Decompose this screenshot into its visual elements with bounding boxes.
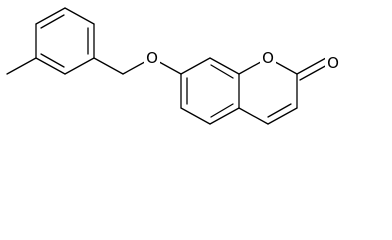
bond: [35, 57, 66, 75]
pyranone-ring: [238, 57, 298, 125]
double-bond-inner: [40, 53, 65, 68]
structural-formula: O O O: [6, 7, 341, 125]
bond: [64, 57, 95, 75]
bond-carbonyl-double: [299, 63, 330, 81]
double-bond-inner: [267, 103, 292, 118]
atom-label: O: [327, 54, 339, 72]
atom-o-carbonyl: O: [325, 54, 341, 72]
bond-carbonyl: [296, 57, 327, 75]
double-bond-inner: [210, 64, 234, 79]
atom-label: O: [262, 49, 274, 67]
double-bond-inner: [210, 103, 234, 118]
bond: [180, 107, 211, 125]
bond: [64, 7, 95, 25]
atom-o-ether: O: [144, 49, 160, 67]
bond: [238, 107, 269, 125]
toluene-ring: [35, 7, 95, 75]
bond-benzyl-ch2: [93, 57, 124, 75]
bond: [267, 107, 298, 125]
bond-methyl: [6, 57, 37, 75]
atom-label: O: [146, 49, 158, 67]
double-bond-inner: [40, 14, 65, 29]
bond: [209, 57, 240, 75]
bond: [209, 107, 240, 125]
coumarin-benzo-ring: [180, 57, 240, 125]
bond: [180, 57, 211, 75]
bond: [35, 7, 66, 25]
atom-o-ring: O: [260, 49, 276, 67]
